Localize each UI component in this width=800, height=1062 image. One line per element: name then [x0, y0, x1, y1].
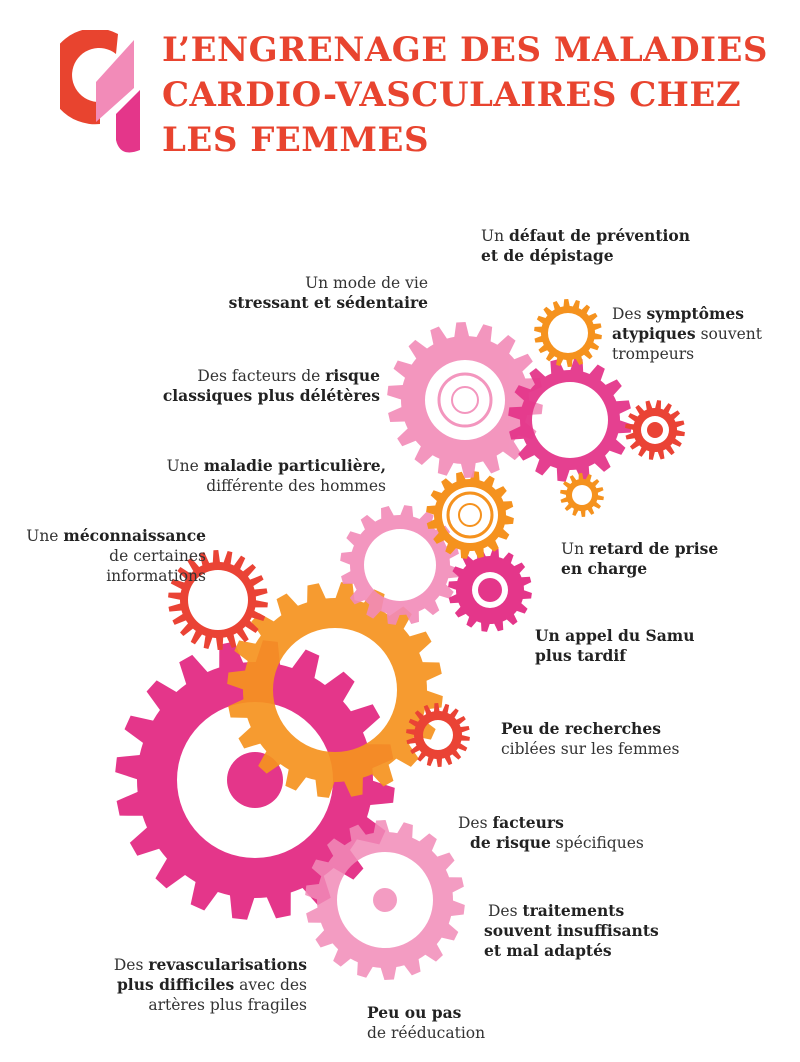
label-facteurs-classiques: Des facteurs de risque classiques plus d… — [162, 366, 380, 405]
label-recherches: Peu de recherches ciblées sur les femmes — [501, 719, 680, 758]
label-revascularisations: Des revascularisations plus difficiles a… — [113, 955, 307, 1014]
gear-orange-main — [227, 582, 443, 798]
label-reeducation: Peu ou pas de rééducation — [367, 1003, 486, 1042]
gear-magenta-top — [508, 358, 632, 482]
label-traitements: Des traitements souvent insuffisants et … — [484, 901, 659, 960]
gear-red-left — [168, 550, 268, 650]
label-facteurs-specifiques: Des facteurs de risque spécifiques — [458, 813, 644, 852]
gear-magenta-small — [448, 548, 532, 632]
title-line-1: L’ENGRENAGE DES MALADIES — [162, 30, 768, 70]
gear-pink-top — [387, 322, 543, 478]
gear-red-top-right — [625, 400, 685, 460]
gear-small-pink-bottom — [305, 820, 465, 980]
label-symptomes: Des symptômes atypiques souvent trompeur… — [612, 304, 762, 363]
label-prevention: Un défaut de prévention et de dépistage — [481, 226, 690, 265]
label-meconnaissance: Une méconnaissance de certaines informat… — [26, 526, 206, 585]
gear-orange-top — [534, 299, 602, 367]
gear-orange-middle — [426, 471, 514, 559]
logo-icon — [60, 30, 140, 153]
gear-red-recherches — [406, 703, 470, 767]
page-title: L’ENGRENAGE DES MALADIES CARDIO-VASCULAI… — [162, 28, 782, 163]
label-samu: Un appel du Samu plus tardif — [535, 626, 695, 665]
label-retard: Un retard de prise en charge — [561, 539, 719, 578]
label-mode-de-vie: Un mode de vie stressant et sédentaire — [228, 274, 428, 312]
title-line-2: CARDIO-VASCULAIRES CHEZ — [162, 75, 742, 115]
title-line-3: LES FEMMES — [162, 120, 430, 160]
gear-pink-middle — [340, 505, 460, 625]
gear-orange-tiny — [560, 473, 604, 517]
label-maladie-particuliere: Une maladie particulière, différente des… — [166, 456, 386, 495]
